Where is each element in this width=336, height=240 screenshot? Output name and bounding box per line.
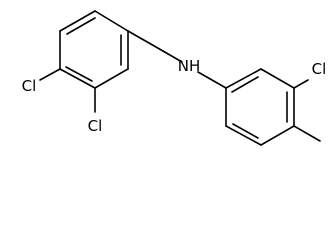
bond xyxy=(225,68,262,89)
bond xyxy=(162,50,183,63)
bond xyxy=(225,125,262,146)
methyl-bond xyxy=(293,125,321,142)
bond xyxy=(260,125,295,146)
double-bond-inner xyxy=(231,76,259,93)
left-benzene-ring xyxy=(59,10,129,89)
bond xyxy=(59,10,96,32)
double-bond-inner xyxy=(232,123,259,139)
double-bond-inner xyxy=(65,66,93,82)
bond xyxy=(197,71,227,89)
bond xyxy=(293,79,309,89)
bond xyxy=(260,68,295,89)
chlorine-atom-label: Cl xyxy=(22,77,37,95)
bond xyxy=(127,30,164,52)
right-benzene-ring xyxy=(225,68,295,146)
chlorine-atom-label: Cl xyxy=(88,117,103,135)
bond xyxy=(94,10,129,32)
bond xyxy=(94,68,129,89)
bond xyxy=(59,68,96,89)
molecule-structure: Cl Cl NH Cl xyxy=(22,10,327,146)
bond xyxy=(39,68,61,81)
double-bond-inner xyxy=(66,17,96,35)
chlorine-atom-label: Cl xyxy=(312,60,327,78)
amine-atom-label: NH xyxy=(178,57,201,75)
